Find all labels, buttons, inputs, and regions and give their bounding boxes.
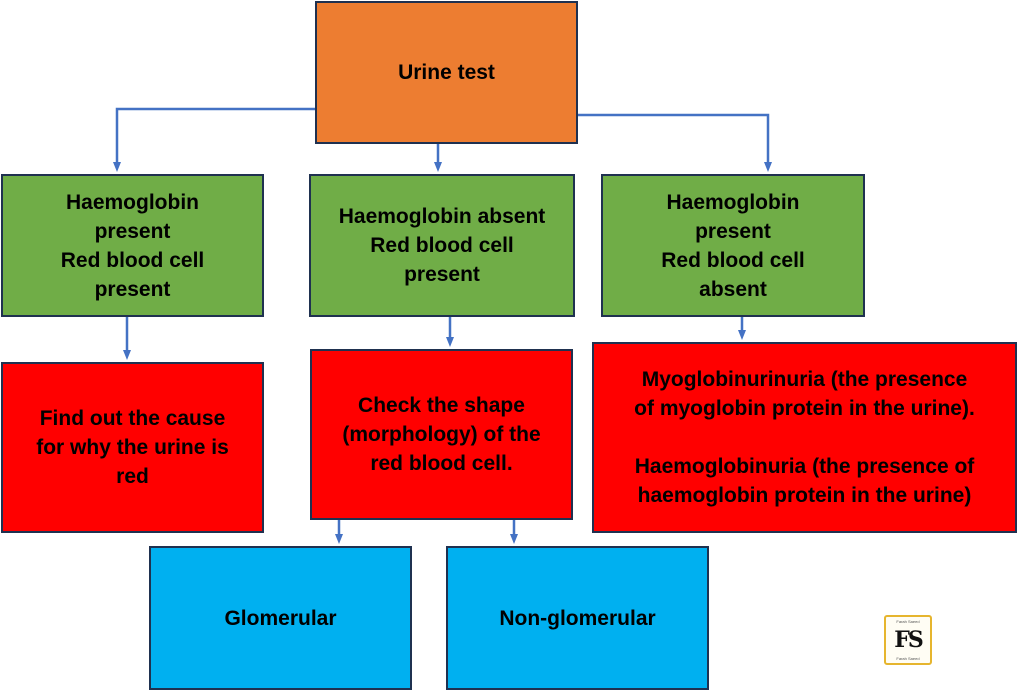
- check-shape-node: Check the shape (morphology) of the red …: [310, 349, 573, 520]
- urine-test-label: Urine test: [398, 61, 495, 84]
- haemoglobin-absent-rbc-present-label: Haemoglobin absent Red blood cell presen…: [338, 205, 546, 286]
- find-cause-node: Find out the cause for why the urine is …: [1, 362, 264, 533]
- find-cause-label: Find out the cause for why the urine is …: [36, 407, 229, 488]
- connector-root-to-right: [578, 113, 772, 172]
- check-shape-label: Check the shape (morphology) of the red …: [342, 394, 541, 475]
- urine-test-node: Urine test: [315, 1, 578, 144]
- logo-monogram: FS: [894, 627, 924, 653]
- connector-root-to-left: [113, 107, 315, 172]
- haemoglobin-present-rbc-absent-label: Haemoglobin present Red blood cell absen…: [661, 190, 805, 301]
- haemoglobin-absent-rbc-present-node: Haemoglobin absent Red blood cell presen…: [309, 174, 575, 317]
- logo-caption-bottom: Farah Saeed: [896, 656, 920, 661]
- haemoglobin-present-rbc-absent-node: Haemoglobin present Red blood cell absen…: [601, 174, 865, 317]
- myoglobinuria-haemoglobinuria-label: Myoglobinurinuria (the presence of myogl…: [634, 368, 975, 507]
- myoglobinuria-haemoglobinuria-node: Myoglobinurinuria (the presence of myogl…: [592, 342, 1017, 533]
- author-logo: Farah Saeed FS Farah Saeed: [884, 615, 932, 665]
- haemoglobin-present-rbc-present-label: Haemoglobin present Red blood cell prese…: [60, 190, 205, 301]
- glomerular-label: Glomerular: [224, 606, 337, 630]
- glomerular-node: Glomerular: [149, 546, 412, 690]
- non-glomerular-node: Non-glomerular: [446, 546, 709, 690]
- non-glomerular-label: Non-glomerular: [499, 606, 656, 630]
- logo-caption-top: Farah Saeed: [896, 619, 920, 624]
- haemoglobin-present-rbc-present-node: Haemoglobin present Red blood cell prese…: [1, 174, 264, 317]
